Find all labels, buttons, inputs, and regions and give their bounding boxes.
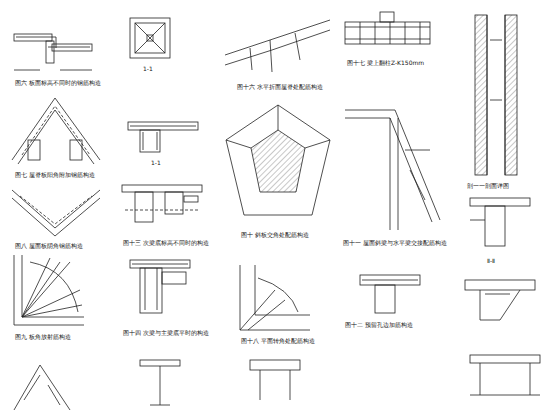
caption-label: 图十八 平面转角处配筋构造 (240, 338, 316, 345)
caption-label: 1-1 (142, 66, 154, 73)
caption-label: 图十四 次梁与主梁底平时的构造 (122, 330, 210, 337)
section-detail (360, 275, 420, 313)
fig16-folded-slab (225, 20, 330, 72)
fig11-slanted-beam (345, 110, 440, 230)
caption-label: 图九 板角放射筋构造 (14, 334, 72, 341)
partial-figure (14, 365, 70, 410)
caption-label: 图七 屋脊板阳角附加钢筋构造 (14, 172, 96, 179)
corbel (465, 280, 535, 320)
stacked-section (470, 198, 530, 246)
caption-label: 图十三 次梁底标高不同时的构造 (122, 240, 210, 247)
small-detail (140, 360, 180, 405)
bottom-detail (470, 355, 540, 395)
fig8-valley (12, 190, 100, 236)
small-section (250, 360, 300, 400)
caption-label: 剖一一剖面详图 (466, 183, 510, 190)
fig6-slab-step (14, 34, 92, 70)
fig9-corner (14, 255, 84, 325)
fig18-plan-corner (240, 265, 310, 330)
caption-label: 图十六 水平折面屋脊处配筋构造 (236, 84, 324, 91)
fig7-ridge (12, 98, 100, 164)
fig17-beam (345, 12, 430, 44)
beam-level-diff (122, 185, 202, 222)
caption-label: 图八 屋面板阴角钢筋构造 (14, 243, 84, 250)
column-elevation (475, 15, 517, 175)
caption-label: 图十一 屋面斜梁与水平梁交接配筋构造 (342, 240, 448, 247)
beam-section (128, 122, 198, 152)
column-section (130, 18, 170, 58)
caption-label: 图十 斜板交角处配筋构造 (240, 232, 310, 239)
caption-label: 图六 板面标高不同时的钢筋构造 (14, 80, 102, 87)
fig10-pentagon-plan (226, 105, 330, 215)
caption-label: 图十二 预留孔边加筋构造 (344, 322, 414, 329)
caption-label: Ⅱ-Ⅱ (486, 258, 496, 265)
beam-joint (130, 260, 190, 313)
caption-label: 1-1 (150, 160, 162, 167)
caption-label: 图十七 梁上翻柱Z-K150mm (346, 60, 425, 67)
